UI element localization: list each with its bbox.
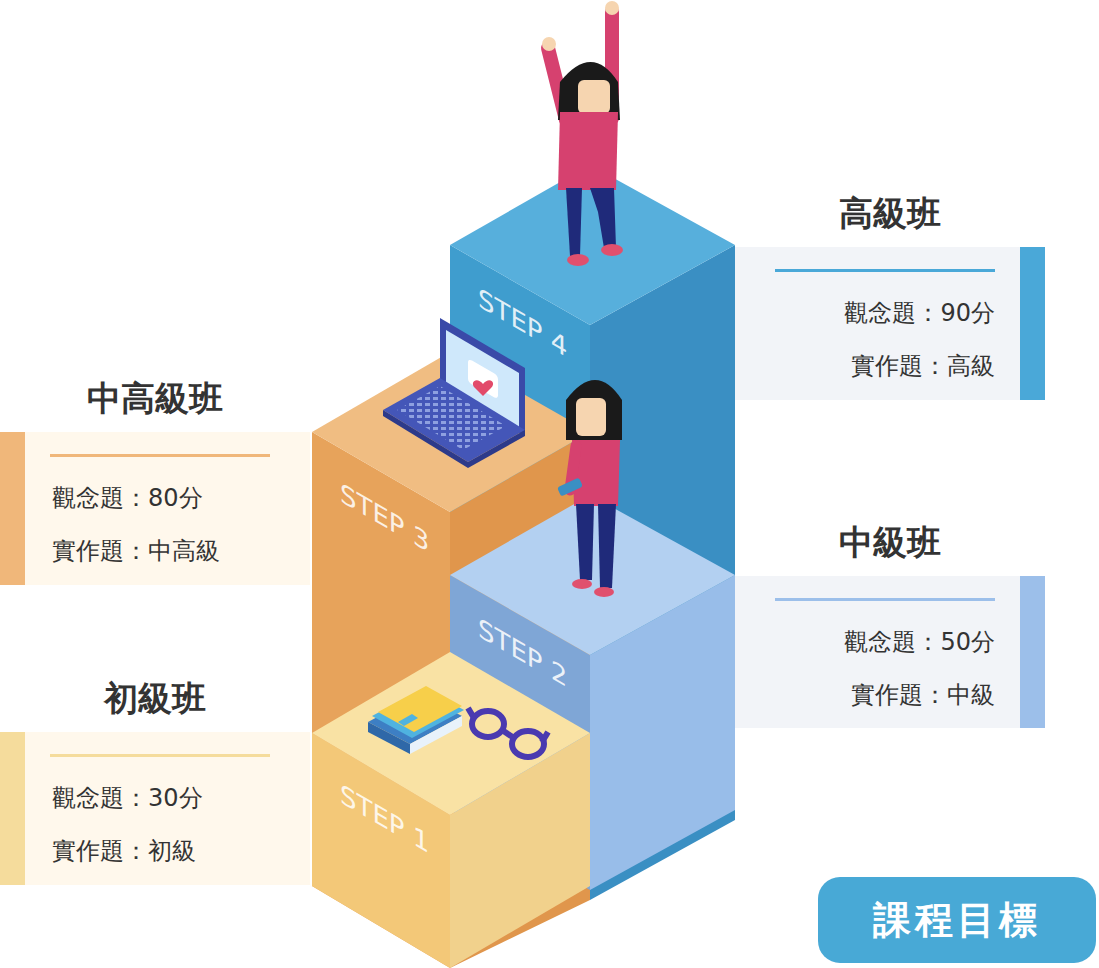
- book-icon: [368, 686, 464, 754]
- accent-bar: [0, 432, 25, 585]
- class-requirement: 實作題：高級: [851, 351, 995, 381]
- class-panel: 中高級班觀念題：80分實作題：中高級: [0, 432, 310, 585]
- class-panel: 初級班觀念題：30分實作題：初級: [0, 732, 310, 885]
- class-requirement: 觀念題：80分: [52, 483, 203, 513]
- goal-button: 課程目標: [818, 877, 1096, 963]
- accent-bar: [0, 732, 25, 885]
- divider-line: [50, 754, 270, 757]
- class-requirement: 實作題：初級: [52, 836, 196, 866]
- class-requirement: 觀念題：30分: [52, 783, 203, 813]
- class-requirement: 觀念題：50分: [844, 627, 995, 657]
- class-heading: 中級班: [735, 522, 1045, 562]
- divider-line: [775, 269, 995, 272]
- glasses-icon: [468, 708, 548, 757]
- girl-figure-phone: [557, 380, 622, 597]
- class-panel: 中級班觀念題：50分實作題：中級: [735, 576, 1045, 728]
- class-heading: 高級班: [735, 193, 1045, 233]
- girl-figure-top: [542, 1, 623, 266]
- class-requirement: 觀念題：90分: [844, 298, 995, 328]
- class-requirement: 實作題：中高級: [52, 536, 220, 566]
- class-requirement: 實作題：中級: [851, 680, 995, 710]
- accent-bar: [1020, 576, 1045, 728]
- divider-line: [775, 598, 995, 601]
- class-heading: 中高級班: [0, 378, 310, 418]
- accent-bar: [1020, 247, 1045, 400]
- button-text: 課程目標: [873, 895, 1041, 946]
- laptop-icon: [383, 318, 525, 468]
- class-panel: 高級班觀念題：90分實作題：高級: [735, 247, 1045, 400]
- class-heading: 初級班: [0, 678, 310, 718]
- divider-line: [50, 454, 270, 457]
